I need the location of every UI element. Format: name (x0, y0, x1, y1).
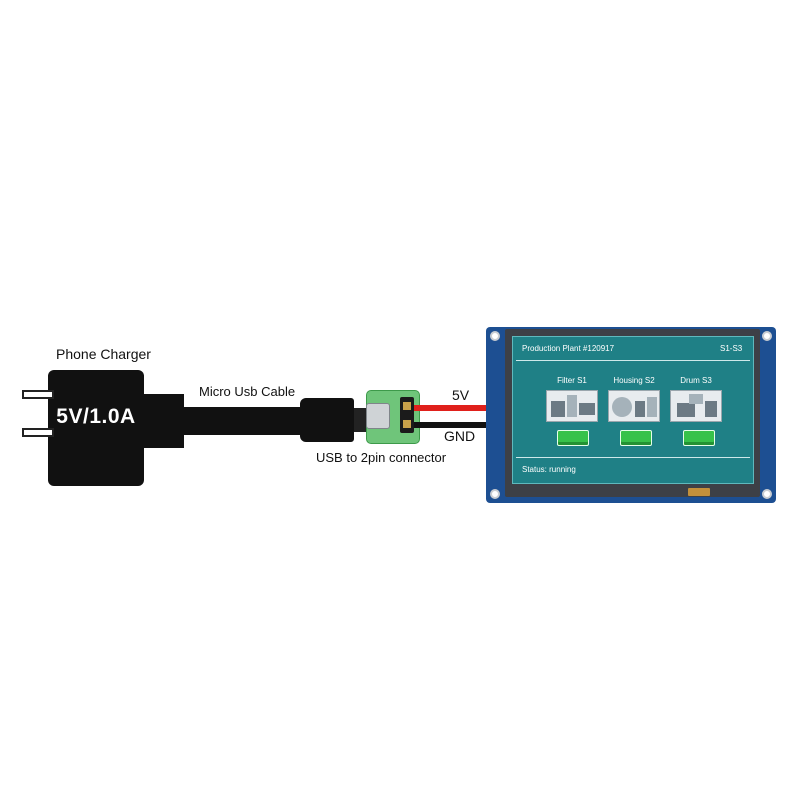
mounting-hole (762, 331, 772, 341)
charger-prong-top (22, 390, 54, 399)
station-s1-status-button[interactable] (557, 430, 589, 446)
charger-prong-bottom (22, 428, 54, 437)
station-label-s2: Housing S2 (613, 376, 655, 385)
mounting-hole (490, 489, 500, 499)
charger-neck (140, 394, 184, 448)
station-label-s1: Filter S1 (557, 376, 587, 385)
mounting-hole (490, 331, 500, 341)
header-pin-gnd (403, 420, 411, 428)
micro-usb-port (366, 403, 390, 429)
usb-plug-tip (354, 408, 368, 432)
screen-title: Production Plant #120917 (522, 344, 615, 353)
filter-machine-icon (546, 390, 598, 422)
usb-plug (300, 398, 354, 442)
station-s3-status-button[interactable] (683, 430, 715, 446)
micro-usb-cable (184, 407, 300, 435)
wire-gnd (414, 422, 496, 428)
screen-divider (516, 360, 750, 361)
housing-machine-icon (608, 390, 660, 422)
mounting-hole (762, 489, 772, 499)
phone-charger (48, 370, 144, 486)
station-s2-status-button[interactable] (620, 430, 652, 446)
wire-5v-label: 5V (452, 387, 470, 403)
connector-label: USB to 2pin connector (316, 450, 447, 465)
screen-divider (516, 457, 750, 458)
ffc-connector (688, 488, 710, 496)
screen-range: S1-S3 (720, 344, 743, 353)
wire-5v (414, 405, 496, 411)
drum-machine-icon (670, 390, 722, 422)
charger-rating: 5V/1.0A (56, 405, 136, 428)
charger-label: Phone Charger (56, 346, 151, 362)
screen-status: Status: running (522, 465, 576, 474)
header-pin-5v (403, 402, 411, 410)
cable-label: Micro Usb Cable (199, 384, 296, 399)
station-label-s3: Drum S3 (680, 376, 712, 385)
wire-gnd-label: GND (444, 428, 476, 444)
